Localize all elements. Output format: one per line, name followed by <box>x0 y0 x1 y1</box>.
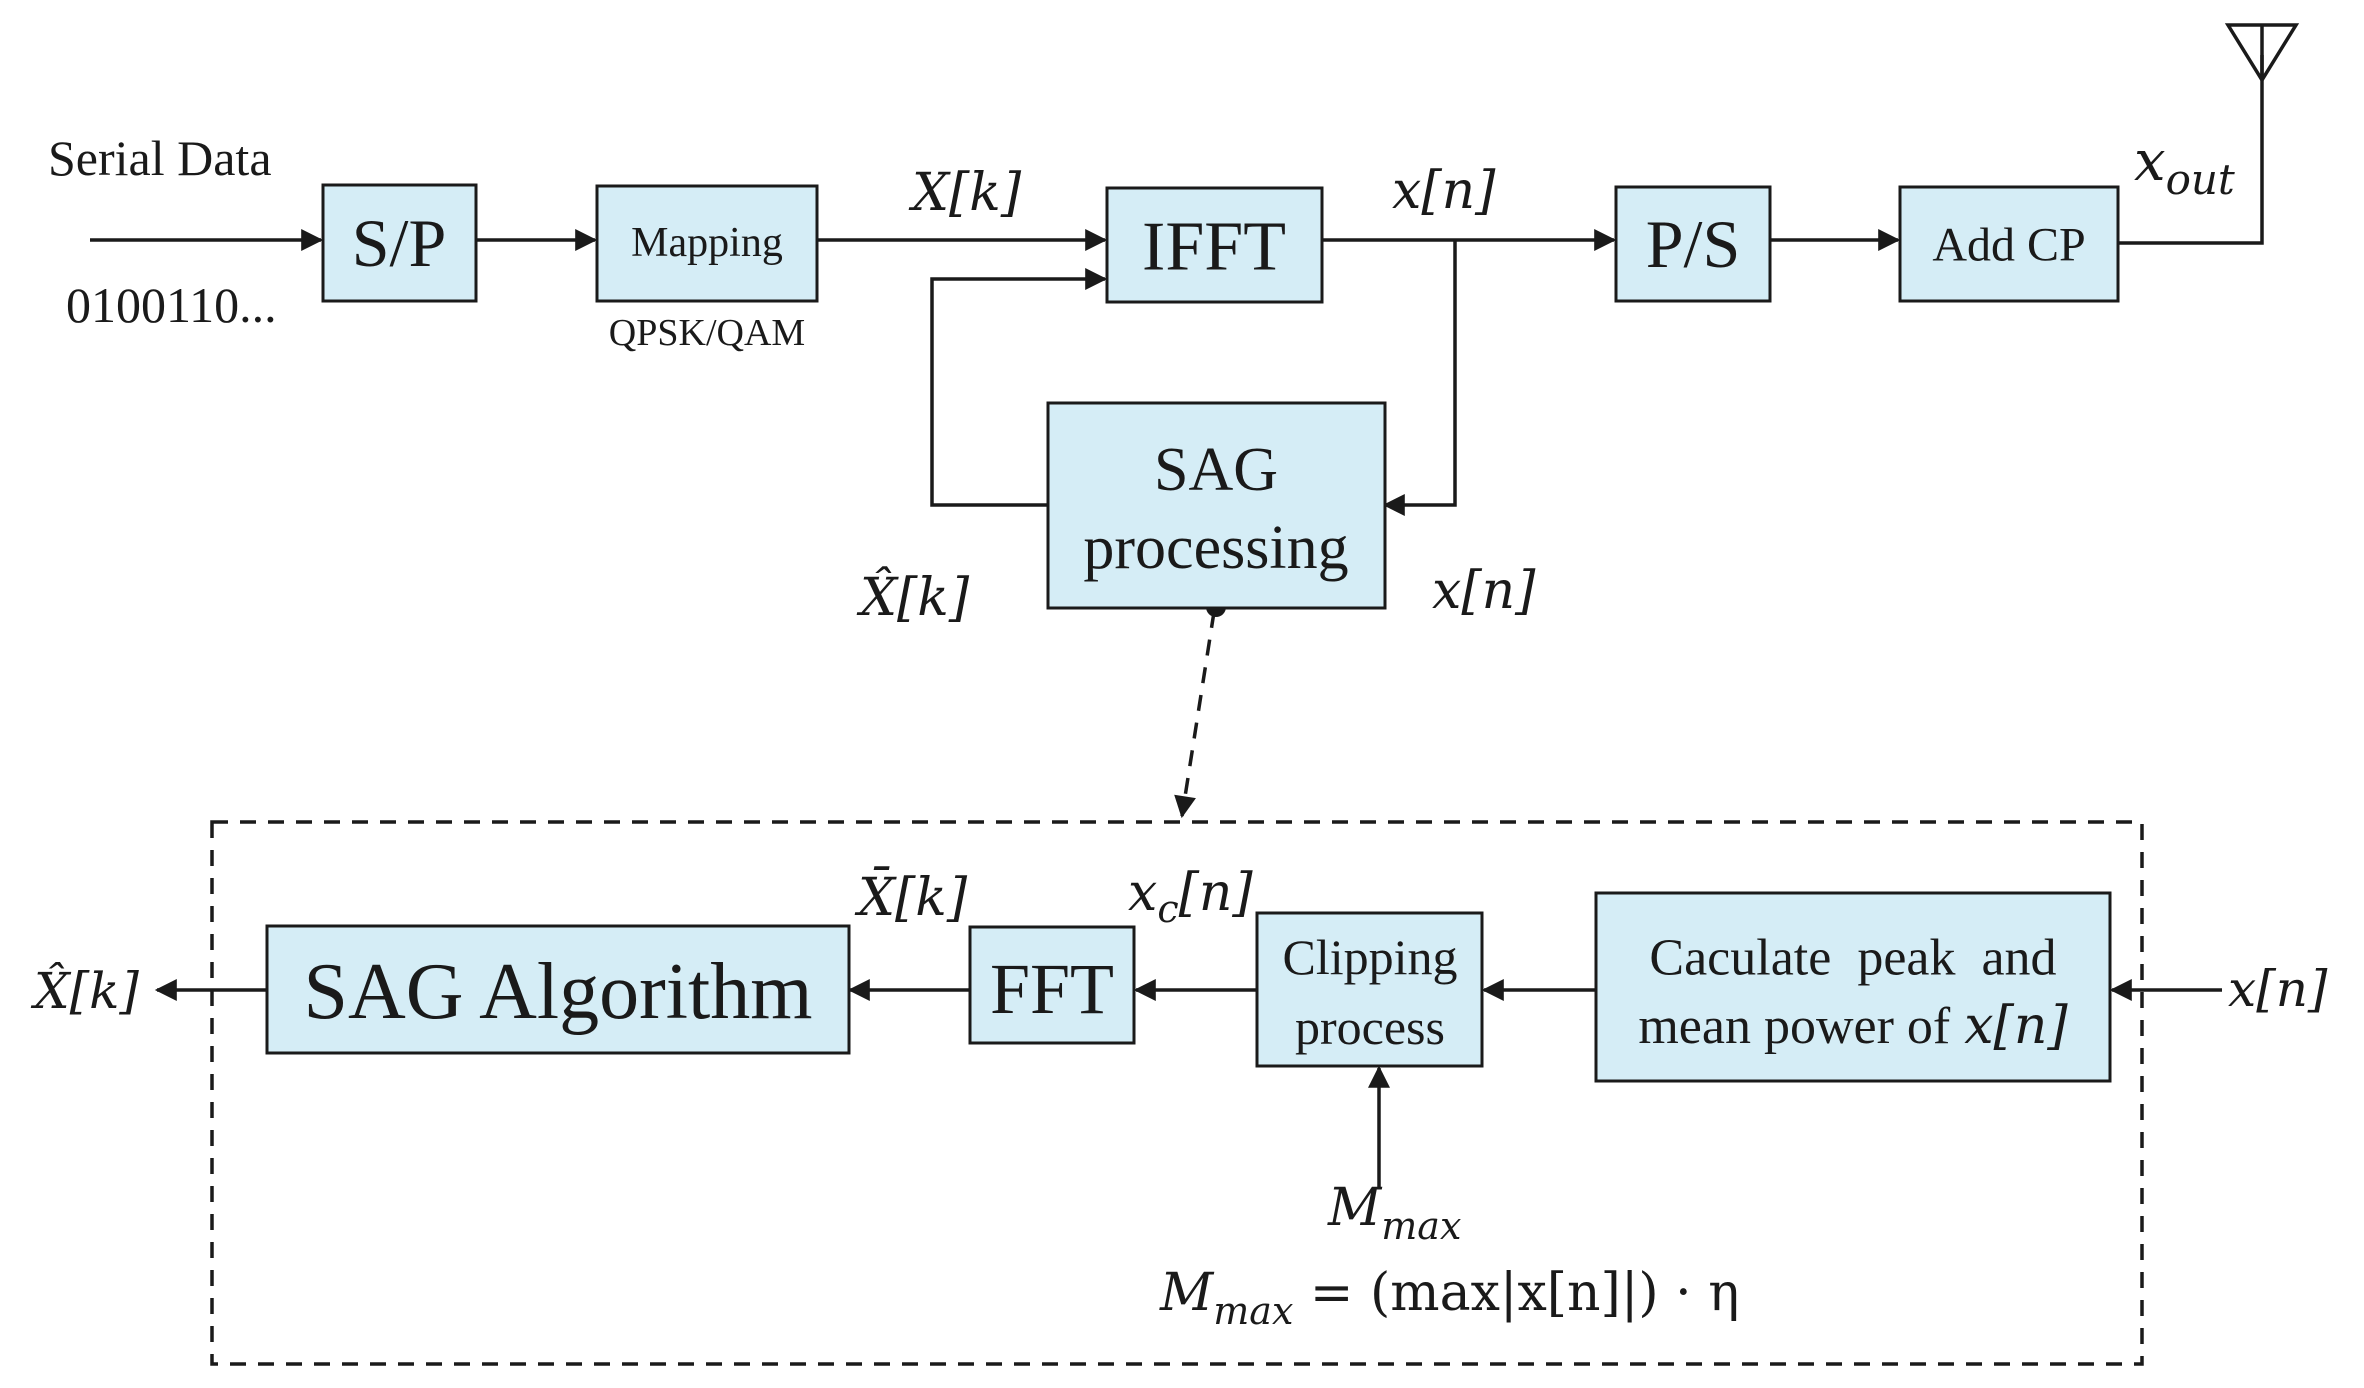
ps-block: P/S <box>1614 185 1772 303</box>
ifft-block: IFFT <box>1105 186 1324 304</box>
formula-sub: max <box>1213 1289 1293 1333</box>
addcp-block-label: Add CP <box>1932 219 2085 272</box>
formula-rhs: = (max|x[n]|) · η <box>1293 1263 1739 1323</box>
calc-power-label-line1: Caculate peak and <box>1649 930 2056 987</box>
clipping-label-line2: process <box>1295 999 1445 1055</box>
mmax-base: M <box>1327 1178 1383 1238</box>
mapping-block-label: Mapping <box>631 220 783 266</box>
feedback-sag-to-ifft <box>930 268 1108 507</box>
line-addcp-to-antenna <box>2118 55 2264 245</box>
bit-stream-label: 0100110... <box>66 277 277 333</box>
xc-clipped-label: xc[n] <box>1128 863 1253 931</box>
addcp-block: Add CP <box>1898 185 2120 303</box>
xhat-output-label: X̂[k] <box>30 961 139 1020</box>
xhat-feedback-label: X̂[k] <box>856 567 970 628</box>
antenna-icon <box>2224 23 2300 84</box>
modulation-label: QPSK/QAM <box>609 312 805 354</box>
xc-sub: c <box>1157 887 1178 931</box>
sag-algorithm-label: SAG Algorithm <box>304 948 813 1036</box>
feedback-xn-to-sag <box>1382 240 1457 516</box>
xout-label: xout <box>2134 129 2235 204</box>
sag-detail-frame <box>210 820 2144 1366</box>
ifft-block-label: IFFT <box>1142 209 1286 286</box>
dashed-arrow-to-detail <box>1174 611 1216 819</box>
sag-processing-label-line1: SAG <box>1154 436 1278 504</box>
sag-algorithm-block: SAG Algorithm <box>265 924 851 1055</box>
sp-block: S/P <box>321 183 478 303</box>
xn-feedback-label: x[n] <box>1432 561 1536 621</box>
mmax-label: Mmax <box>1327 1178 1461 1248</box>
clipping-block: Clipping process <box>1255 911 1484 1068</box>
xc-base: x <box>1128 863 1157 923</box>
mmax-sub: max <box>1381 1204 1461 1248</box>
sag-processing-label-line2: processing <box>1083 514 1348 582</box>
fft-block: FFT <box>968 925 1136 1045</box>
serial-data-label: Serial Data <box>48 130 272 186</box>
mmax-formula: Mmax = (max|x[n]|) · η <box>1159 1263 1739 1333</box>
xbar-label: X̄[k] <box>854 867 968 928</box>
xc-rest: [n] <box>1179 863 1254 923</box>
clipping-label-line1: Clipping <box>1282 929 1457 985</box>
sp-block-label: S/P <box>352 205 447 281</box>
xn-detail-input-label: x[n] <box>2228 960 2328 1018</box>
ps-block-label: P/S <box>1646 206 1741 282</box>
xout-base: x <box>2134 129 2166 194</box>
freq-symbol-label: X[k] <box>908 163 1022 223</box>
fft-block-label: FFT <box>990 949 1114 1029</box>
sag-processing-block: SAG processing <box>1046 401 1387 610</box>
formula-m: M <box>1159 1263 1215 1323</box>
time-signal-label: x[n] <box>1392 161 1496 221</box>
xout-sub: out <box>2166 155 2235 204</box>
calc-power-text: mean power of <box>1638 998 1951 1055</box>
mapping-block: Mapping <box>595 184 819 303</box>
calc-power-signal: x[n] <box>1964 996 2068 1056</box>
